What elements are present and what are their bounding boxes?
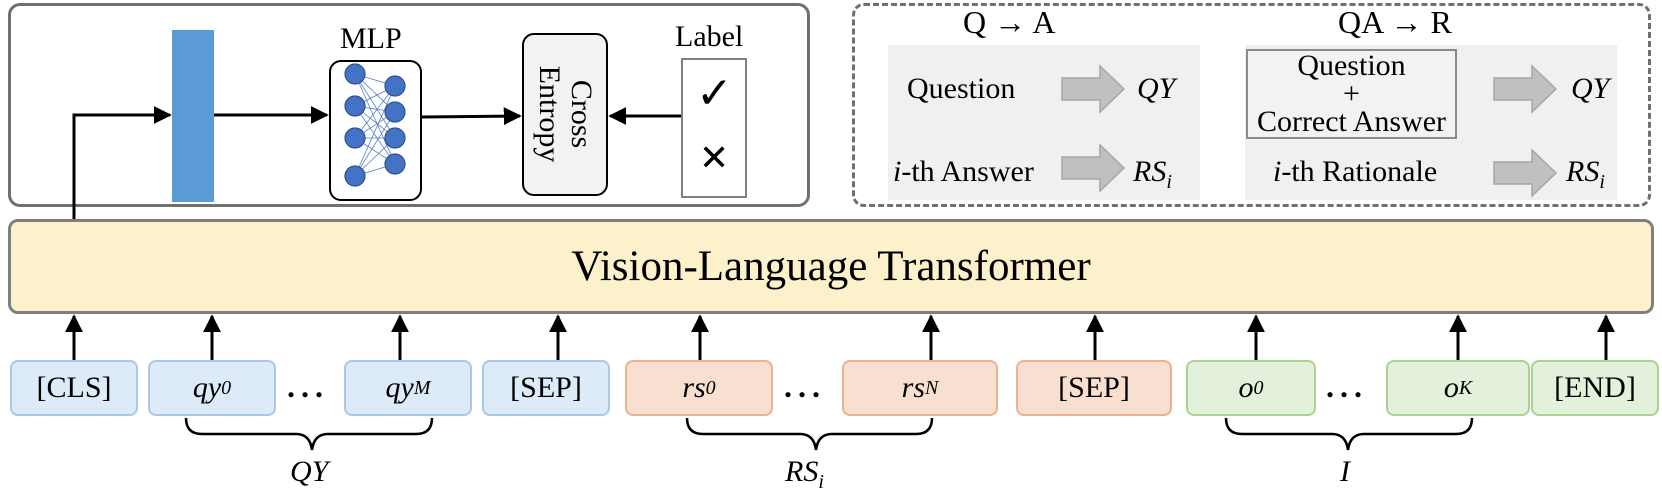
token-o0-sub: 0	[1253, 376, 1264, 399]
qa-input-answer: i-th Answer	[893, 155, 1034, 189]
token-cls-text: [CLS]	[36, 371, 112, 404]
img-group-base: I	[1340, 455, 1350, 488]
qa-input-question: Question	[907, 72, 1016, 105]
rs-brace-icon	[685, 417, 934, 451]
token-oK-base: o	[1443, 371, 1459, 404]
qa-output-rs-base: RS	[1133, 155, 1167, 188]
classifier-arrows	[72, 106, 681, 219]
rs-ellipsis: ...	[784, 368, 826, 404]
rs-group-label: RSi	[785, 455, 824, 494]
token-rs0-base: rs	[682, 371, 706, 404]
token-end-text: [END]	[1554, 371, 1636, 404]
qar-output-rs: RSi	[1566, 155, 1605, 194]
qa-input-answer-prefix: i	[893, 155, 902, 188]
cls-feature-bar	[172, 30, 214, 202]
token-rs0-sub: 0	[705, 376, 716, 399]
question-correct-answer-box: Question + Correct Answer	[1246, 49, 1457, 139]
token-rsN-base: rs	[901, 371, 925, 404]
rs-group-base: RS	[785, 455, 819, 488]
label-title: Label	[675, 20, 744, 53]
qar-input-line1: Question	[1297, 49, 1406, 82]
mlp-label: MLP	[340, 22, 402, 55]
mlp-network-icon	[344, 63, 406, 187]
token-qyM-sub: M	[413, 376, 431, 399]
token-sep-1-text: [SEP]	[510, 371, 582, 404]
format-arrows	[1061, 64, 1558, 198]
qy-group-base: QY	[290, 455, 329, 488]
token-qy0-sub: 0	[221, 376, 232, 399]
img-brace-icon	[1224, 417, 1474, 451]
token-qy0-base: qy	[192, 371, 222, 404]
token-end: [END]	[1531, 360, 1659, 416]
qa-output-rs-sub: i	[1166, 171, 1172, 193]
qar-task-title: QA → R	[1338, 4, 1452, 40]
token-o0-base: o	[1238, 371, 1254, 404]
vision-language-transformer: Vision-Language Transformer	[8, 219, 1654, 314]
qar-input-rationale-prefix: i	[1273, 155, 1282, 188]
grey-arrow-icon	[1493, 148, 1558, 198]
transformer-label: Vision-Language Transformer	[571, 243, 1091, 290]
token-rsN-sub: N	[925, 376, 939, 399]
token-sep-2: [SEP]	[1016, 360, 1172, 416]
qar-input-line2: +	[1343, 77, 1360, 110]
token-sep-1: [SEP]	[482, 360, 610, 416]
qy-group-label: QY	[290, 455, 328, 489]
qy-ellipsis: ...	[287, 368, 329, 404]
cross-icon: ✕	[699, 138, 730, 179]
token-qyM-base: qy	[385, 371, 414, 404]
token-sep-2-text: [SEP]	[1058, 371, 1130, 404]
img-group-label: I	[1340, 455, 1350, 489]
check-icon: ✓	[696, 68, 733, 119]
group-braces	[184, 417, 1474, 451]
grey-arrow-icon	[1061, 143, 1126, 193]
qa-format-box	[888, 45, 1200, 200]
qar-input-rationale: i-th Rationale	[1273, 155, 1437, 189]
grey-arrow-icon	[1493, 64, 1558, 114]
qar-input-line3: Correct Answer	[1256, 105, 1447, 138]
rs-group-sub: i	[818, 471, 824, 493]
qar-output-rs-sub: i	[1599, 171, 1605, 193]
qy-brace-icon	[184, 417, 434, 451]
qar-output-qy: QY	[1571, 72, 1610, 105]
qar-input-rationale-text: -th Rationale	[1281, 155, 1438, 188]
qa-output-rs: RSi	[1133, 155, 1172, 194]
mlp-block	[329, 60, 422, 201]
qa-task-title: Q → A	[963, 4, 1056, 40]
token-oK-sub: K	[1458, 376, 1473, 399]
token-arrows	[65, 314, 1615, 360]
qa-input-answer-text: -th Answer	[901, 155, 1034, 188]
label-box: ✓ ✕	[681, 58, 747, 198]
qar-output-rs-base: RS	[1566, 155, 1600, 188]
grey-arrow-icon	[1061, 64, 1126, 114]
token-cls: [CLS]	[10, 360, 138, 416]
qa-output-qy: QY	[1137, 72, 1176, 105]
cross-entropy-box	[522, 33, 608, 196]
o-ellipsis: ...	[1326, 368, 1368, 404]
